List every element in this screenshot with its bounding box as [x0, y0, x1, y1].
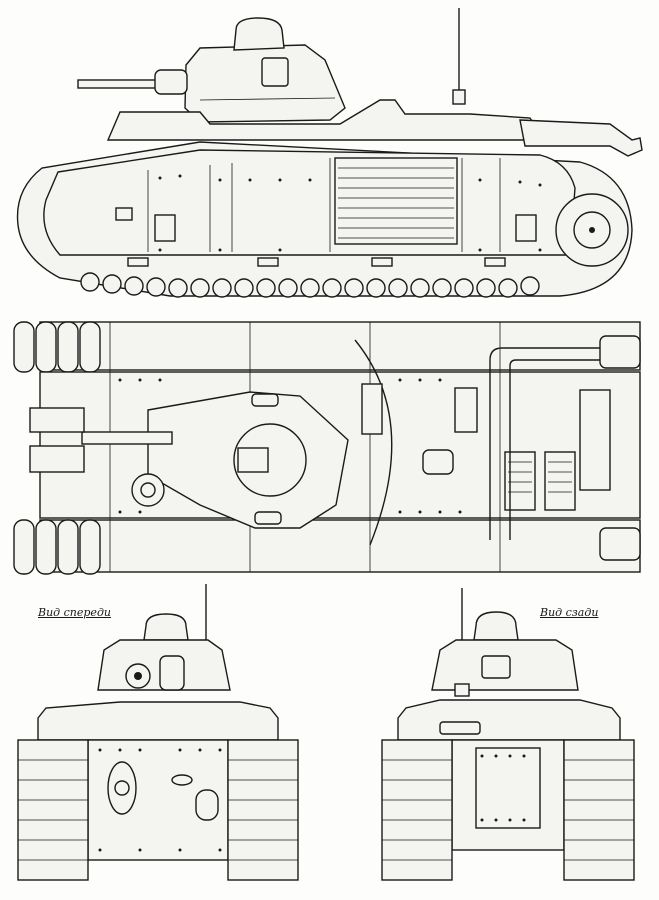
top-track-links — [13, 321, 101, 575]
rear-view — [381, 588, 635, 881]
side-antenna-base — [452, 89, 466, 105]
side-road-wheels — [80, 272, 540, 298]
side-view — [16, 8, 643, 298]
top-track-lower — [39, 519, 641, 573]
front-view-label: Вид спереди — [38, 606, 111, 619]
side-gun-mantlet — [154, 69, 188, 95]
side-turret-hatch — [261, 57, 289, 87]
rear-antenna-base — [454, 683, 470, 697]
front-cupola — [143, 613, 189, 641]
rear-track-right — [563, 739, 635, 881]
side-vision-port — [115, 207, 133, 221]
rear-track-left — [381, 739, 453, 881]
rear-upper-hull — [397, 699, 621, 741]
rear-door — [475, 747, 541, 829]
top-cupola-hatch — [237, 447, 269, 473]
front-view — [17, 584, 299, 881]
front-track-right — [227, 739, 299, 881]
side-exhaust — [519, 119, 643, 157]
rear-cupola — [473, 611, 519, 641]
top-grille-left — [361, 383, 383, 435]
rear-view-label: Вид сзади — [540, 606, 599, 619]
side-door-front — [154, 214, 176, 242]
front-track-left — [17, 739, 89, 881]
front-upper-hull — [37, 701, 279, 741]
top-gun — [81, 431, 173, 445]
side-door-rear — [515, 214, 537, 242]
top-track-upper — [39, 321, 641, 371]
top-view — [13, 321, 641, 575]
top-front-box — [29, 407, 85, 433]
side-hull-plate — [43, 149, 576, 256]
side-cupola — [233, 17, 285, 51]
top-cupola — [233, 423, 307, 497]
side-turret-gun — [77, 79, 159, 89]
top-grille-b — [544, 451, 576, 511]
top-exhaust-pipe — [489, 347, 630, 540]
side-engine-grille — [334, 157, 458, 245]
top-rear-panel — [579, 389, 611, 491]
top-antenna-arc — [354, 339, 393, 546]
